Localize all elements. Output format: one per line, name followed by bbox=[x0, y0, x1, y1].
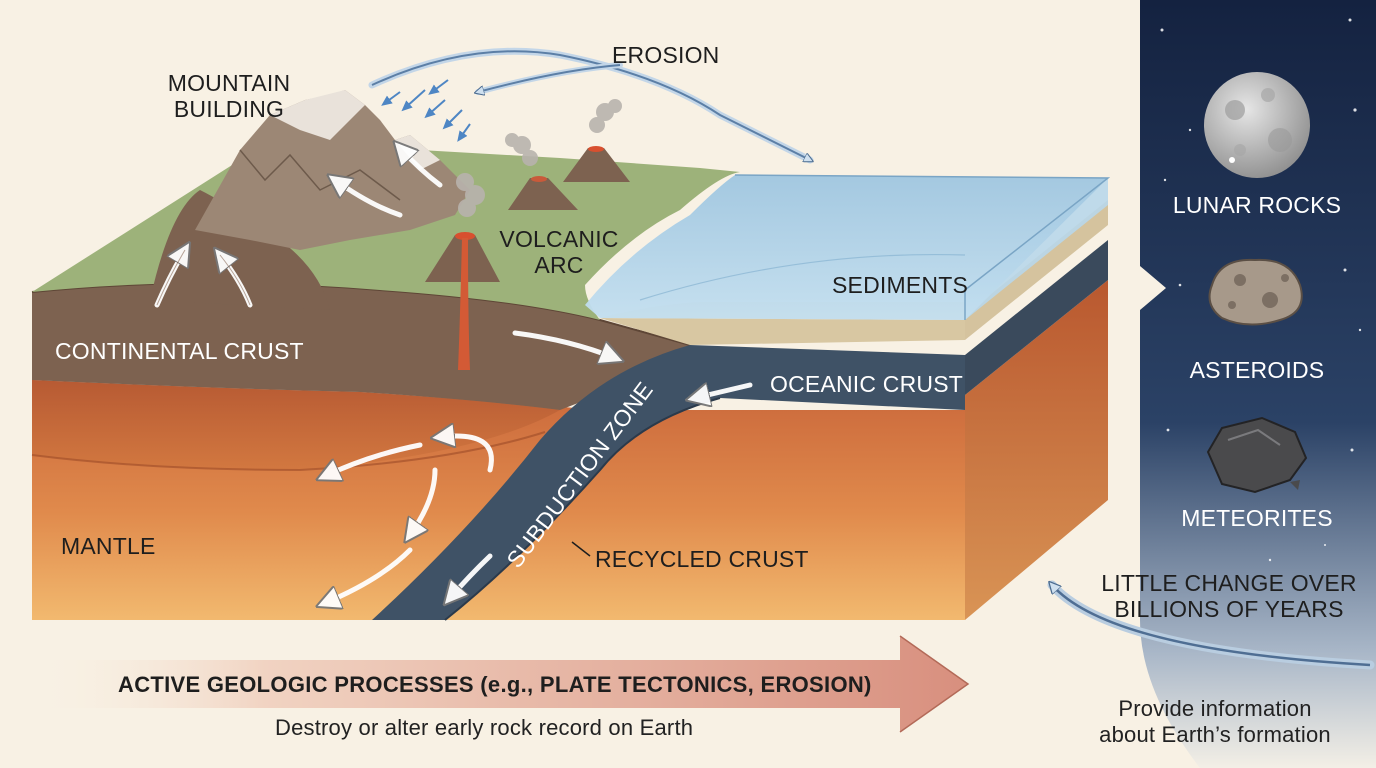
mantle-label: MANTLE bbox=[61, 533, 156, 559]
oceanic-crust-label: OCEANIC CRUST bbox=[770, 371, 964, 397]
volcanic-arc-label: VOLCANIC ARC bbox=[499, 226, 619, 278]
recycled-crust-label: RECYCLED CRUST bbox=[595, 546, 809, 572]
active-processes-subtitle: Destroy or alter early rock record on Ea… bbox=[275, 715, 694, 740]
moon-icon bbox=[1204, 72, 1310, 178]
sediments-label: SEDIMENTS bbox=[832, 272, 968, 298]
lunar-rocks-label: LUNAR ROCKS bbox=[1172, 192, 1342, 218]
erosion-label: EROSION bbox=[612, 42, 720, 68]
mountain-building-label: MOUNTAIN BUILDING bbox=[167, 70, 291, 122]
meteorites-label: METEORITES bbox=[1181, 505, 1333, 531]
little-change-label: LITTLE CHANGE OVER BILLIONS OF YEARS bbox=[1101, 570, 1357, 622]
continental-crust-label: CONTINENTAL CRUST bbox=[55, 338, 304, 364]
active-processes-arrow bbox=[30, 635, 970, 733]
active-processes-title: ACTIVE GEOLOGIC PROCESSES (e.g., PLATE T… bbox=[118, 672, 872, 697]
asteroids-label: ASTEROIDS bbox=[1189, 357, 1325, 383]
meteorite-icon bbox=[1206, 416, 1308, 494]
asteroid-icon bbox=[1208, 258, 1303, 326]
block-diagram bbox=[31, 47, 1111, 621]
space-panel bbox=[1047, 0, 1376, 768]
provide-information-label: Provide information about Earth’s format… bbox=[1099, 696, 1331, 747]
